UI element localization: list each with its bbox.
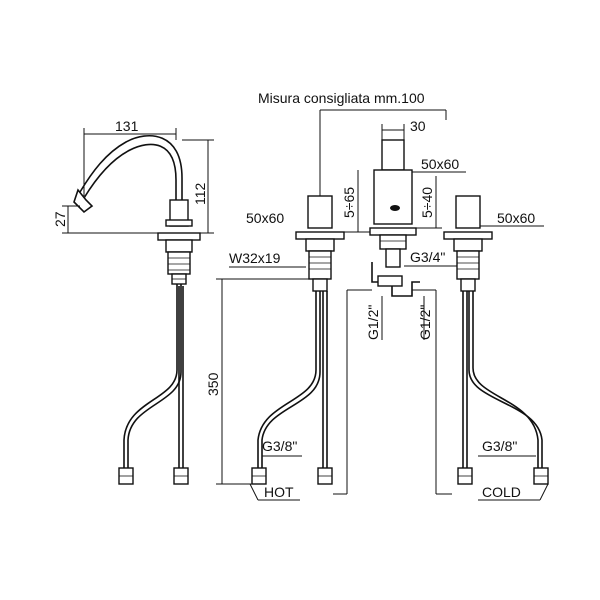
dim-thread-right-inlet: G1/2": [417, 305, 433, 340]
dim-spout-reach: 131: [115, 118, 139, 134]
dim-sensor-base: 50x60: [421, 156, 459, 172]
dim-outlet-height: 27: [52, 211, 68, 227]
dim-range-right: 5÷40: [419, 187, 435, 218]
dim-right-base: 50x60: [497, 210, 535, 226]
dim-hose-thread-cold: G3/8": [482, 438, 517, 454]
label-hot: HOT: [264, 484, 294, 500]
sensor-unit: Misura consigliata mm.100 30 50x60 5÷65 …: [258, 90, 466, 495]
dim-hose-thread-hot: G3/8": [262, 438, 297, 454]
dim-nut: W32x19: [229, 250, 281, 266]
dim-hose-length: 350: [205, 372, 221, 396]
cold-valve: 50x60 G3/8" COLD: [443, 195, 549, 501]
dim-sensor-width: 30: [410, 118, 426, 134]
dim-spout-height: 112: [192, 182, 208, 205]
dim-thread-center: G3/4": [410, 249, 445, 265]
dim-left-base: 50x60: [246, 210, 284, 226]
dim-thread-left-inlet: G1/2": [365, 305, 381, 340]
dim-range-left: 5÷65: [341, 187, 357, 218]
hot-valve: 50x60 W32x19 350 G3/8" HOT: [205, 195, 345, 501]
recommended-distance: Misura consigliata mm.100: [258, 90, 425, 106]
spout-side-view: 131 112 27: [52, 118, 214, 485]
label-cold: COLD: [482, 484, 521, 500]
